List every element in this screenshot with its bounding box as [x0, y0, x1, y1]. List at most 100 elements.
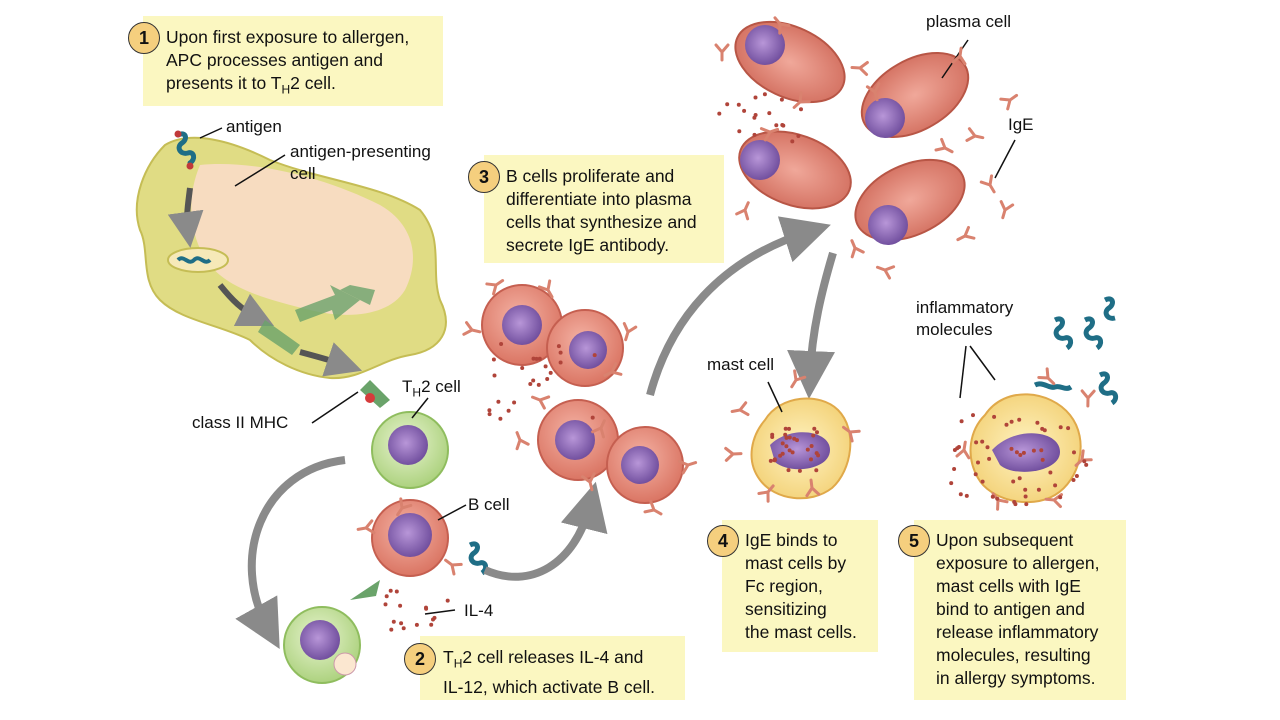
step-1-box [143, 16, 443, 106]
step-2-badge: 2 [404, 643, 436, 675]
antigen-presenting-cell [135, 136, 447, 380]
molecule-dot [784, 444, 789, 449]
molecule-dot [796, 134, 801, 138]
step-3-box [484, 155, 724, 263]
molecule-dot [432, 615, 437, 620]
molecule-dot [1053, 483, 1058, 488]
molecule-dot [384, 594, 389, 599]
ige-antibody [956, 225, 976, 242]
label-il-4: IL-4 [464, 601, 494, 620]
molecule-dot [491, 357, 496, 362]
molecule-dot [592, 353, 597, 358]
molecule-dot [512, 400, 517, 405]
molecule-dot [762, 92, 767, 97]
molecule-dot [496, 399, 501, 404]
molecule-dot [980, 479, 985, 484]
label-ige: IgE [1008, 115, 1034, 134]
molecule-dot [391, 619, 396, 624]
ige-antibody [850, 239, 865, 259]
ige-antibody [951, 46, 967, 66]
molecule-dot [787, 448, 792, 453]
molecule-dot [537, 356, 542, 361]
molecule-dot [534, 356, 539, 361]
ige-antibody [773, 16, 791, 35]
molecule-dot [487, 412, 492, 417]
molecule-dot [736, 102, 741, 107]
molecule-dot [971, 413, 975, 418]
molecule-dot [717, 111, 722, 116]
ige-antibody [603, 362, 623, 378]
molecule-dot [1084, 462, 1089, 467]
molecule-dot [1042, 428, 1047, 433]
step-5-box [914, 520, 1126, 700]
molecule-dot [1017, 417, 1022, 422]
b-cell [371, 499, 449, 577]
label-b-cell: B cell [468, 495, 510, 514]
molecule-dot [811, 433, 816, 438]
molecule-dot [797, 468, 802, 473]
molecule-dot [985, 445, 990, 450]
molecule-dot [545, 377, 550, 381]
molecule-dot [394, 589, 399, 594]
ige-antibody [1037, 367, 1056, 386]
molecule-dot [787, 435, 792, 440]
molecule-dot [974, 440, 979, 445]
step-3-badge: 3 [468, 161, 500, 193]
th2-cell-bottom [283, 606, 361, 684]
molecule-dot [1039, 448, 1044, 453]
ige-antibody [724, 446, 743, 462]
ige-antibody [591, 419, 606, 439]
molecule-dot [995, 496, 1000, 501]
step-4-badge: 4 [707, 525, 739, 557]
molecule-dot [1040, 457, 1045, 462]
molecule-dot [783, 432, 788, 437]
molecule-dot [520, 366, 525, 370]
ige-antibody [531, 395, 551, 410]
molecule-dot [1036, 487, 1041, 492]
molecule-dot [973, 472, 978, 477]
label-plasma-cell: plasma cell [926, 12, 1012, 31]
molecule-dot [498, 416, 503, 421]
molecule-dot [590, 415, 595, 420]
ige-antibody [730, 401, 750, 417]
molecule-dot [1024, 502, 1029, 507]
ige-antibody [580, 472, 596, 492]
molecule-dot [499, 342, 504, 346]
molecule-dot [976, 460, 980, 465]
molecule-dot [958, 492, 963, 497]
ige-antibody [955, 440, 971, 460]
molecule-dot [752, 132, 757, 137]
molecule-dot [753, 113, 758, 117]
molecule-dot [401, 626, 406, 631]
antigen-squiggle [175, 131, 197, 166]
ige-antibody [999, 200, 1015, 220]
mast-cell [750, 397, 852, 500]
molecule-dot [1013, 502, 1018, 507]
molecule-dot [952, 467, 957, 471]
molecule-dot [1074, 474, 1079, 478]
label-mast-cell: mast cell [707, 355, 775, 374]
molecule-dot [506, 408, 511, 413]
ige-antibody [965, 127, 985, 142]
molecule-dot [809, 457, 813, 462]
molecule-dot [1035, 420, 1040, 425]
molecule-dot [558, 360, 563, 365]
molecule-dot [980, 439, 985, 444]
ige-antibody [485, 279, 505, 296]
ige-antibody [396, 497, 413, 517]
molecule-dot [786, 468, 791, 473]
molecule-dot [1031, 448, 1036, 453]
molecule-dot [445, 598, 450, 603]
molecule-dot [770, 435, 775, 439]
molecule-dot [795, 438, 799, 443]
ige-antibody [444, 558, 463, 576]
molecule-dot [809, 444, 814, 448]
molecule-dot [959, 419, 964, 424]
molecule-dot [787, 426, 791, 431]
molecule-dot [1023, 487, 1028, 492]
molecule-dot [389, 627, 394, 632]
molecule-dot [1082, 459, 1087, 464]
molecule-dot [815, 430, 819, 435]
molecule-dot [737, 129, 742, 134]
